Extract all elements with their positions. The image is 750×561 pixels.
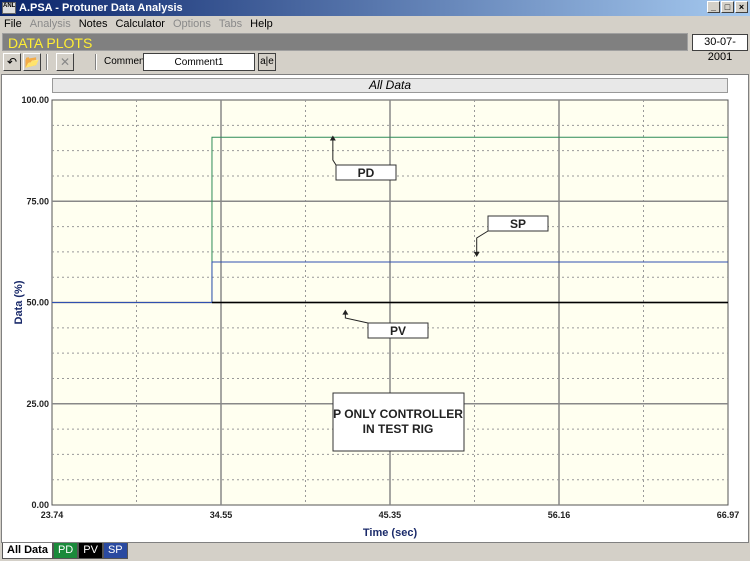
callout-pd-label: PD (358, 166, 375, 180)
x-tick-label: 56.16 (548, 510, 571, 520)
delete-button[interactable]: ✕ (56, 53, 74, 71)
y-tick-label: 50.00 (26, 298, 49, 308)
open-button[interactable]: 📂 (23, 53, 41, 71)
y-tick-label: 100.00 (21, 95, 49, 105)
title-bar: ANL A.PSA - Protuner Data Analysis _ □ × (0, 0, 750, 16)
menu-notes[interactable]: Notes (78, 18, 108, 30)
date-display: 30-07-2001 (692, 34, 748, 63)
callout-pv-box (367, 322, 429, 339)
note-box (332, 392, 465, 452)
maximize-button[interactable]: □ (721, 1, 734, 13)
note-text: IN TEST RIG (363, 422, 434, 436)
menu-file[interactable]: File (4, 18, 22, 30)
close-button[interactable]: × (735, 1, 748, 13)
chart: 23.74 34.55 45.35 56.16 66.97 0.00 25.00 50.00 7… (13, 95, 740, 539)
y-tick-label: 0.00 (31, 500, 49, 510)
folder-icon: 📂 (24, 55, 40, 69)
y-axis-label: Data (%) (13, 280, 25, 324)
x-tick-label: 45.35 (379, 510, 402, 520)
undo-icon: ↶ (6, 55, 18, 69)
callout-pd-arrow-icon (329, 135, 336, 141)
x-tick-label: 34.55 (210, 510, 233, 520)
menu-tabs[interactable]: Tabs (218, 18, 243, 30)
y-tick-label: 25.00 (26, 399, 49, 409)
callout-pv-arrow-icon (342, 309, 349, 315)
chart-title: All Data (52, 78, 728, 93)
callout-pv-label: PV (390, 324, 406, 338)
callout-sp-arrow-icon (473, 251, 480, 257)
menu-analysis[interactable]: Analysis (29, 18, 71, 30)
menu-calculator[interactable]: Calculator (115, 18, 165, 30)
app-icon: ANL (2, 2, 16, 14)
x-axis-label: Time (sec) (363, 527, 418, 539)
undo-button[interactable]: ↶ (3, 53, 21, 71)
callout-sp-box (487, 215, 549, 232)
tab-sp[interactable]: SP (102, 543, 128, 559)
minimize-button[interactable]: _ (707, 1, 720, 13)
note-text: P ONLY CONTROLLER (333, 407, 463, 421)
tab-all-data[interactable]: All Data (2, 543, 53, 559)
y-tick-label: 75.00 (26, 196, 49, 206)
separator (46, 54, 48, 70)
comment-label: Comment (104, 56, 148, 67)
window-title: A.PSA - Protuner Data Analysis (19, 2, 183, 14)
callout-pd-leader (332, 136, 337, 166)
section-banner: DATA PLOTS (2, 33, 688, 51)
callout-sp-label: SP (510, 217, 526, 231)
x-tick-label: 23.74 (41, 510, 64, 520)
series-sp (52, 261, 728, 303)
menu-help[interactable]: Help (250, 18, 273, 30)
tab-pv[interactable]: PV (78, 543, 103, 559)
menu-options[interactable]: Options (172, 18, 211, 30)
menu-bar: File Analysis Notes Calculator Options Tabs He… (0, 16, 273, 32)
callout-sp-leader (476, 230, 489, 256)
x-tick-label: 66.97 (717, 510, 740, 520)
callout-pd-box (335, 164, 397, 181)
separator (95, 54, 97, 70)
font-button[interactable]: a|e (258, 53, 276, 71)
tab-pd[interactable]: PD (52, 543, 79, 559)
x-icon: ✕ (59, 55, 71, 69)
toolbar: ↶ 📂 ✕ Comment a|e (0, 52, 750, 72)
chart-panel: All Data 23.74 34.55 45.35 56.16 66.97 0.00 25… (1, 74, 749, 543)
comment-input[interactable] (143, 53, 255, 71)
